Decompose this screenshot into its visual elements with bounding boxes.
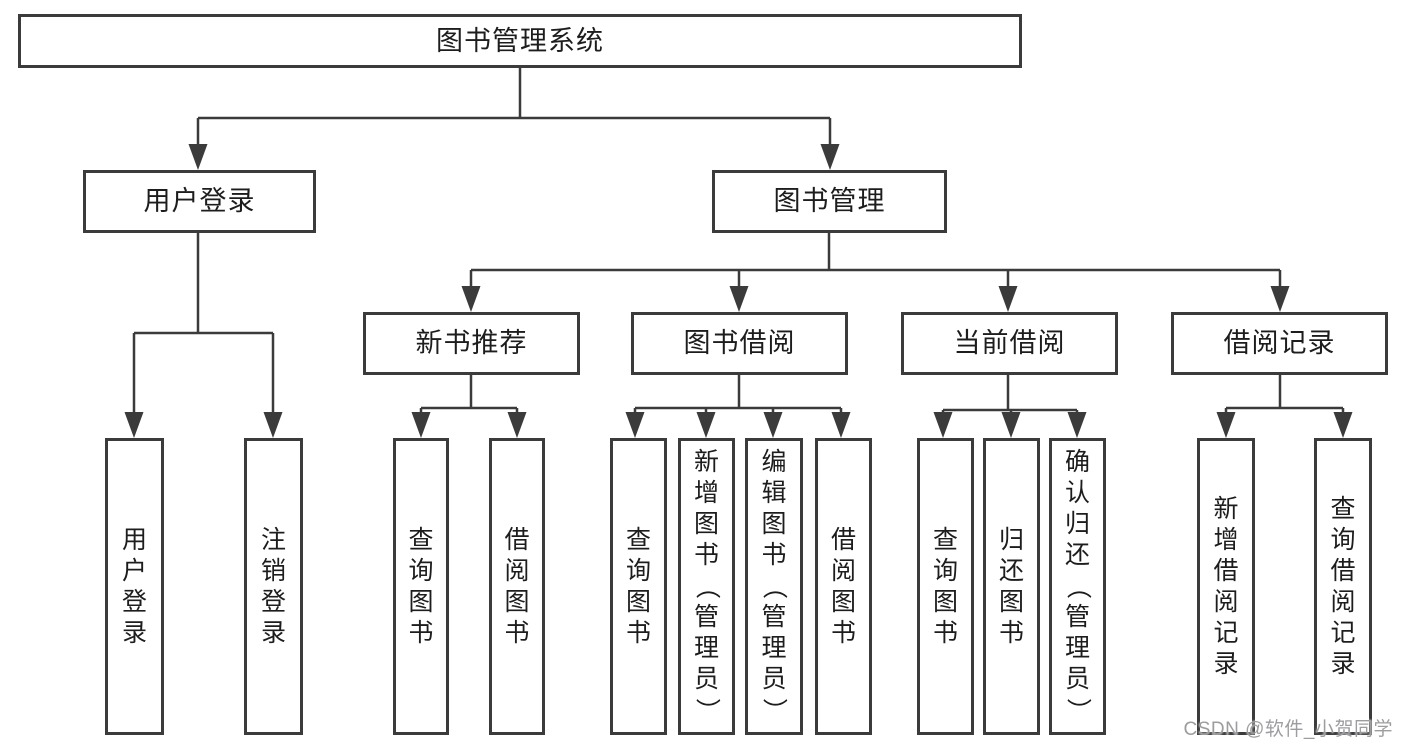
leaf-query-book-borrowing: 查询图书 <box>610 438 667 735</box>
node-user-login-label: 用户登录 <box>143 186 256 216</box>
leaf-logout: 注销登录 <box>244 438 303 735</box>
leaf-query-borrow-record: 查询借阅记录 <box>1314 438 1372 735</box>
node-current-borrowing-label: 当前借阅 <box>953 328 1066 358</box>
arrowheads-book-borrowing-children <box>625 412 851 438</box>
node-book-management: 图书管理 <box>712 170 947 233</box>
connector-book-borrowing-children <box>633 375 843 416</box>
node-new-book-recommend-label: 新书推荐 <box>415 328 528 358</box>
arrowheads-root-to-level2 <box>188 144 840 170</box>
leaf-edit-book-admin: 编辑图书（管理员） <box>745 438 803 735</box>
leaf-query-book-current: 查询图书 <box>917 438 974 735</box>
arrowheads-new-book-children <box>411 412 527 438</box>
leaf-borrow-book: 借阅图书 <box>815 438 872 735</box>
arrowheads-current-borrowing-children <box>933 412 1087 438</box>
leaf-edit-book-admin-label: 编辑图书（管理员） <box>760 448 789 724</box>
arrowheads-book-management-children <box>461 286 1290 312</box>
connector-user-login-children <box>132 233 275 416</box>
leaf-query-book-borrowing-label: 查询图书 <box>625 525 651 647</box>
connector-new-book-children <box>419 375 519 416</box>
leaf-query-borrow-record-label: 查询借阅记录 <box>1330 494 1356 678</box>
leaf-add-book-admin: 新增图书（管理员） <box>678 438 735 735</box>
leaf-borrow-book-label: 借阅图书 <box>830 525 856 647</box>
connector-current-borrowing-children <box>941 375 1079 416</box>
connector-root-to-level2 <box>196 68 832 150</box>
node-borrowing-records-label: 借阅记录 <box>1223 328 1336 358</box>
node-root-label: 图书管理系统 <box>436 25 604 56</box>
leaf-confirm-return-admin-label: 确认归还（管理员） <box>1063 448 1092 724</box>
arrowheads-borrowing-records-children <box>1216 412 1353 438</box>
node-root: 图书管理系统 <box>18 14 1022 68</box>
arrowheads-user-login-children <box>124 412 283 438</box>
leaf-user-login-label: 用户登录 <box>121 525 147 647</box>
leaf-query-book-current-label: 查询图书 <box>932 525 958 647</box>
node-borrowing-records: 借阅记录 <box>1171 312 1388 375</box>
leaf-logout-label: 注销登录 <box>260 525 286 647</box>
leaf-query-book-recommend: 查询图书 <box>393 438 449 735</box>
leaf-query-book-recommend-label: 查询图书 <box>408 525 434 647</box>
leaf-confirm-return-admin: 确认归还（管理员） <box>1049 438 1106 735</box>
node-user-login: 用户登录 <box>83 170 316 233</box>
leaf-add-borrow-record: 新增借阅记录 <box>1197 438 1255 735</box>
leaf-return-book: 归还图书 <box>983 438 1040 735</box>
node-new-book-recommend: 新书推荐 <box>363 312 580 375</box>
connector-book-management-children <box>469 233 1282 290</box>
leaf-return-book-label: 归还图书 <box>998 525 1024 647</box>
leaf-add-book-admin-label: 新增图书（管理员） <box>692 448 721 724</box>
node-current-borrowing: 当前借阅 <box>901 312 1118 375</box>
leaf-user-login: 用户登录 <box>105 438 164 735</box>
node-book-borrowing-label: 图书借阅 <box>683 328 796 358</box>
leaf-borrow-book-recommend-label: 借阅图书 <box>504 525 530 647</box>
leaf-borrow-book-recommend: 借阅图书 <box>489 438 545 735</box>
leaf-add-borrow-record-label: 新增借阅记录 <box>1213 494 1239 678</box>
node-book-borrowing: 图书借阅 <box>631 312 848 375</box>
node-book-management-label: 图书管理 <box>773 186 886 216</box>
connector-borrowing-records-children <box>1224 375 1345 416</box>
csdn-watermark: CSDN @软件_小贺同学 <box>1183 719 1393 740</box>
